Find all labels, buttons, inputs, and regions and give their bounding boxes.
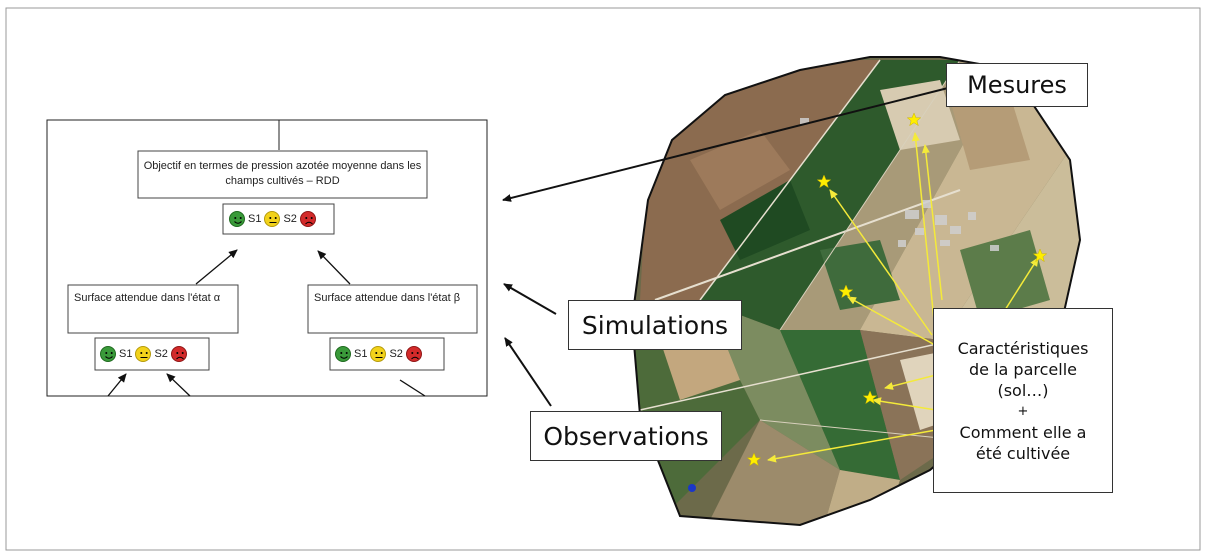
source-arrows bbox=[502, 87, 949, 407]
beta-scores-box bbox=[329, 337, 445, 371]
location-dot bbox=[688, 484, 696, 492]
parcel-line-1: Caractéristiques bbox=[957, 338, 1089, 358]
page-frame bbox=[5, 7, 1201, 551]
happy-face-icon bbox=[335, 346, 351, 362]
parcel-line-3: (sol…) bbox=[997, 380, 1049, 400]
tree-arrows bbox=[107, 249, 426, 397]
parcel-line-5: été cultivée bbox=[975, 443, 1071, 463]
sad-face-icon bbox=[170, 346, 187, 362]
beta-scores: S1 S2 bbox=[335, 346, 422, 362]
neutral-face-icon bbox=[370, 346, 387, 362]
surface-alpha-label: Surface attendue dans l'état α bbox=[74, 292, 221, 304]
parcel-characteristics-box: Caractéristiques de la parcelle (sol…) +… bbox=[933, 308, 1113, 493]
objective-label: Objectif en termes de pression azotée mo… bbox=[143, 160, 422, 187]
parcel-line-2: de la parcelle bbox=[969, 359, 1077, 379]
scenario-1-label: S1 bbox=[119, 348, 133, 360]
parcel-star bbox=[816, 174, 832, 189]
scenario-2-label: S2 bbox=[154, 348, 168, 360]
simulations-label: Simulations bbox=[568, 300, 742, 350]
objective-scores: S1 S2 bbox=[229, 211, 316, 227]
scenario-1-label: S1 bbox=[248, 213, 262, 225]
parcel-plus: + bbox=[1017, 403, 1029, 419]
neutral-face-icon bbox=[264, 211, 281, 227]
scenario-2-label: S2 bbox=[283, 213, 297, 225]
happy-face-icon bbox=[100, 346, 116, 362]
sad-face-icon bbox=[299, 211, 316, 227]
scenario-2-label: S2 bbox=[389, 348, 403, 360]
parcel-star bbox=[746, 452, 762, 467]
happy-face-icon bbox=[229, 211, 245, 227]
surface-alpha-box bbox=[67, 284, 239, 334]
sad-face-icon bbox=[405, 346, 422, 362]
parcel-star bbox=[1032, 248, 1048, 263]
alpha-scores: S1 S2 bbox=[100, 346, 187, 362]
parcel-line-4: Comment elle a bbox=[959, 422, 1087, 442]
mesures-label: Mesures bbox=[946, 63, 1088, 107]
scenario-1-label: S1 bbox=[354, 348, 368, 360]
yellow-arrows bbox=[767, 132, 1039, 463]
objective-box bbox=[137, 150, 428, 199]
parcel-star bbox=[906, 112, 922, 127]
surface-beta-label: Surface attendue dans l'état β bbox=[314, 292, 461, 304]
parcel-star bbox=[838, 284, 854, 299]
parcel-star bbox=[862, 390, 878, 405]
neutral-face-icon bbox=[135, 346, 152, 362]
surface-beta-box bbox=[307, 284, 478, 334]
observations-label: Observations bbox=[530, 411, 722, 461]
